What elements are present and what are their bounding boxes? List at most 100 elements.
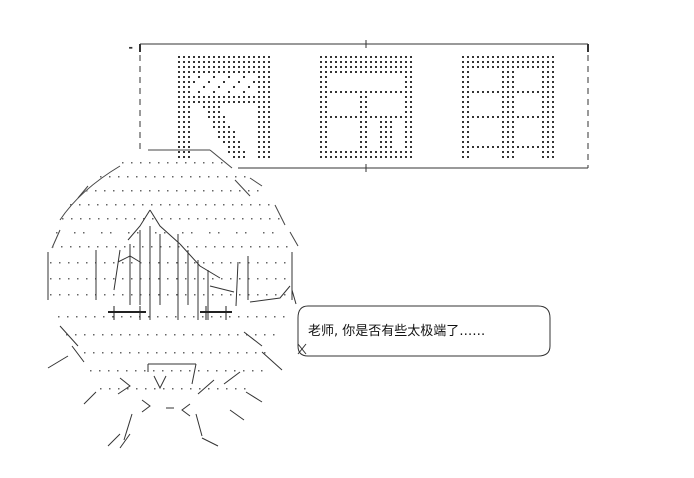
sign-glyph-dot: [552, 126, 554, 128]
hair-dot: [89, 218, 91, 220]
sign-glyph-dot: [405, 131, 407, 133]
sign-glyph-dot: [218, 101, 220, 103]
sign-glyph-dot: [325, 101, 327, 103]
hair-dot: [85, 316, 87, 318]
sign-glyph-dot: [512, 126, 514, 128]
face-strokes: [47, 209, 293, 320]
sign-glyph-dot: [340, 61, 342, 63]
sign-glyph-dot: [395, 61, 397, 63]
hair-dot: [192, 334, 194, 336]
hair-dot: [175, 316, 177, 318]
hair-dot: [194, 294, 196, 296]
sign-glyph-dot: [467, 86, 469, 88]
sign-glyph-dot: [507, 106, 509, 108]
hair-dot: [165, 334, 167, 336]
hair-dot: [230, 190, 232, 192]
sign-glyph-dot: [233, 56, 235, 58]
sign-glyph-dot: [268, 56, 270, 58]
sign-glyph-dot: [502, 66, 504, 68]
sign-glyph-dot: [268, 66, 270, 68]
sign-glyph-dot: [325, 126, 327, 128]
sign-glyph-dot: [492, 116, 494, 118]
hair-dot: [75, 334, 77, 336]
sign-glyph-dot: [400, 61, 402, 63]
sign-glyph-dot: [482, 66, 484, 68]
sign-glyph-dot: [330, 56, 332, 58]
sign-glyph-dot: [547, 96, 549, 98]
sign-glyph-dot: [547, 91, 549, 93]
hair-dot: [145, 388, 147, 390]
sign-glyph-dot: [178, 126, 180, 128]
sign-glyph-dot: [178, 141, 180, 143]
sign-glyph-dot: [208, 56, 210, 58]
hair-dot: [185, 294, 187, 296]
sign-glyph-dot: [507, 91, 509, 93]
sign-glyph-dot: [390, 151, 392, 153]
sign-glyph-dot: [330, 91, 332, 93]
hair-dot: [122, 262, 124, 264]
hair-dot: [284, 294, 286, 296]
sign-glyph-dot: [497, 91, 499, 93]
sign-glyph-dot: [228, 66, 230, 68]
sign-glyph-dot: [355, 61, 357, 63]
sign-glyph-dot: [325, 61, 327, 63]
sign-glyph-dot: [213, 56, 215, 58]
sign-glyph-dot: [547, 76, 549, 78]
sign-glyph-dot: [183, 91, 185, 93]
hair-dot: [221, 162, 223, 164]
hair-dot: [266, 278, 268, 280]
sign-glyph-dot: [512, 71, 514, 73]
hair-dot: [172, 388, 174, 390]
hair-dot: [210, 352, 212, 354]
sign-frame: -: [128, 40, 589, 172]
sign-glyph-dot: [178, 116, 180, 118]
hair-dot: [214, 246, 216, 248]
hair-dot: [165, 352, 167, 354]
sign-glyph-dot: [345, 66, 347, 68]
sign-glyph-dot: [380, 151, 382, 153]
sign-glyph-dot: [405, 111, 407, 113]
hair-dot: [59, 294, 61, 296]
sign-glyph-dot: [517, 56, 519, 58]
hair-dot: [169, 246, 171, 248]
sign-glyph-dot: [507, 56, 509, 58]
hair-dot: [116, 218, 118, 220]
sign-glyph-dot: [547, 101, 549, 103]
hair-dot: [77, 278, 79, 280]
sign-glyph-dot: [258, 86, 260, 88]
hair-dot: [140, 294, 142, 296]
sign-glyph-dot: [320, 61, 322, 63]
sign-glyph-dot: [188, 76, 190, 78]
hair-dot: [203, 190, 205, 192]
sign-glyph-dot: [178, 91, 180, 93]
sign-glyph-dot: [370, 156, 372, 158]
sign-glyph-dot: [213, 61, 215, 63]
sign-glyph-dot: [365, 101, 367, 103]
sign-glyph-dot: [183, 126, 185, 128]
sign-glyph-dot: [542, 71, 544, 73]
sign-glyph-dot: [268, 71, 270, 73]
sign-glyph-dot: [178, 111, 180, 113]
sign-glyph-dot: [228, 61, 230, 63]
sign-glyph-dot: [370, 71, 372, 73]
sign-glyph-dot: [268, 136, 270, 138]
sign-glyph-dot: [268, 116, 270, 118]
sign-glyph-dot: [248, 61, 250, 63]
sign-glyph-dot: [385, 136, 387, 138]
sign-glyph-dot: [532, 56, 534, 58]
hair-dot: [237, 334, 239, 336]
hair-dot: [181, 388, 183, 390]
sign-glyph-dot: [258, 131, 260, 133]
sign-glyph-dot: [325, 151, 327, 153]
sign-glyph-dot: [507, 66, 509, 68]
sign-glyph-dot: [263, 86, 265, 88]
sign-glyph-dot: [512, 86, 514, 88]
hair-dot: [176, 162, 178, 164]
sign-glyph-dot: [258, 76, 260, 78]
hair-dot: [111, 334, 113, 336]
sign-glyph-dot: [502, 126, 504, 128]
sign-glyph-dot: [477, 56, 479, 58]
sign-glyph-dot: [512, 151, 514, 153]
hair-dot: [143, 218, 145, 220]
